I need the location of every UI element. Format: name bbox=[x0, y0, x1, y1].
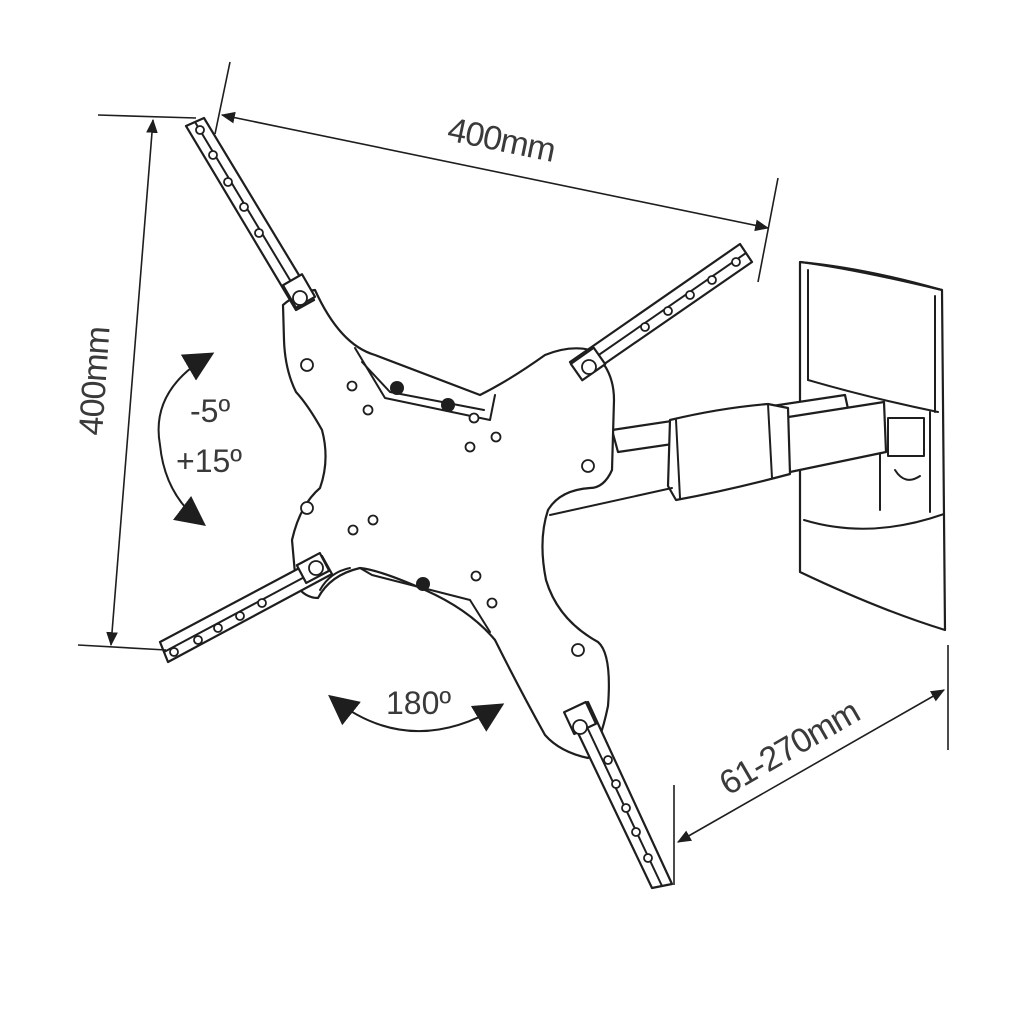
bracket-rail-bottom-left bbox=[158, 551, 334, 664]
swing-arm bbox=[549, 393, 888, 516]
bracket-rail-top-right bbox=[568, 242, 754, 382]
swivel-indicator: 180º bbox=[328, 685, 505, 732]
tilt-indicator: -5º +15º bbox=[157, 352, 242, 527]
extension-dimension: 61-270mm bbox=[673, 645, 949, 885]
bracket-rail-top-left bbox=[184, 116, 317, 312]
width-dimension: 400mm bbox=[214, 61, 779, 283]
tilt-minus-label: -5º bbox=[190, 393, 230, 429]
height-dimension: 400mm bbox=[72, 114, 197, 651]
bracket-rail-bottom-right bbox=[562, 700, 674, 890]
width-label: 400mm bbox=[444, 111, 558, 170]
swivel-label: 180º bbox=[386, 685, 451, 721]
height-label: 400mm bbox=[72, 326, 117, 437]
tilt-plus-label: +15º bbox=[176, 443, 242, 479]
